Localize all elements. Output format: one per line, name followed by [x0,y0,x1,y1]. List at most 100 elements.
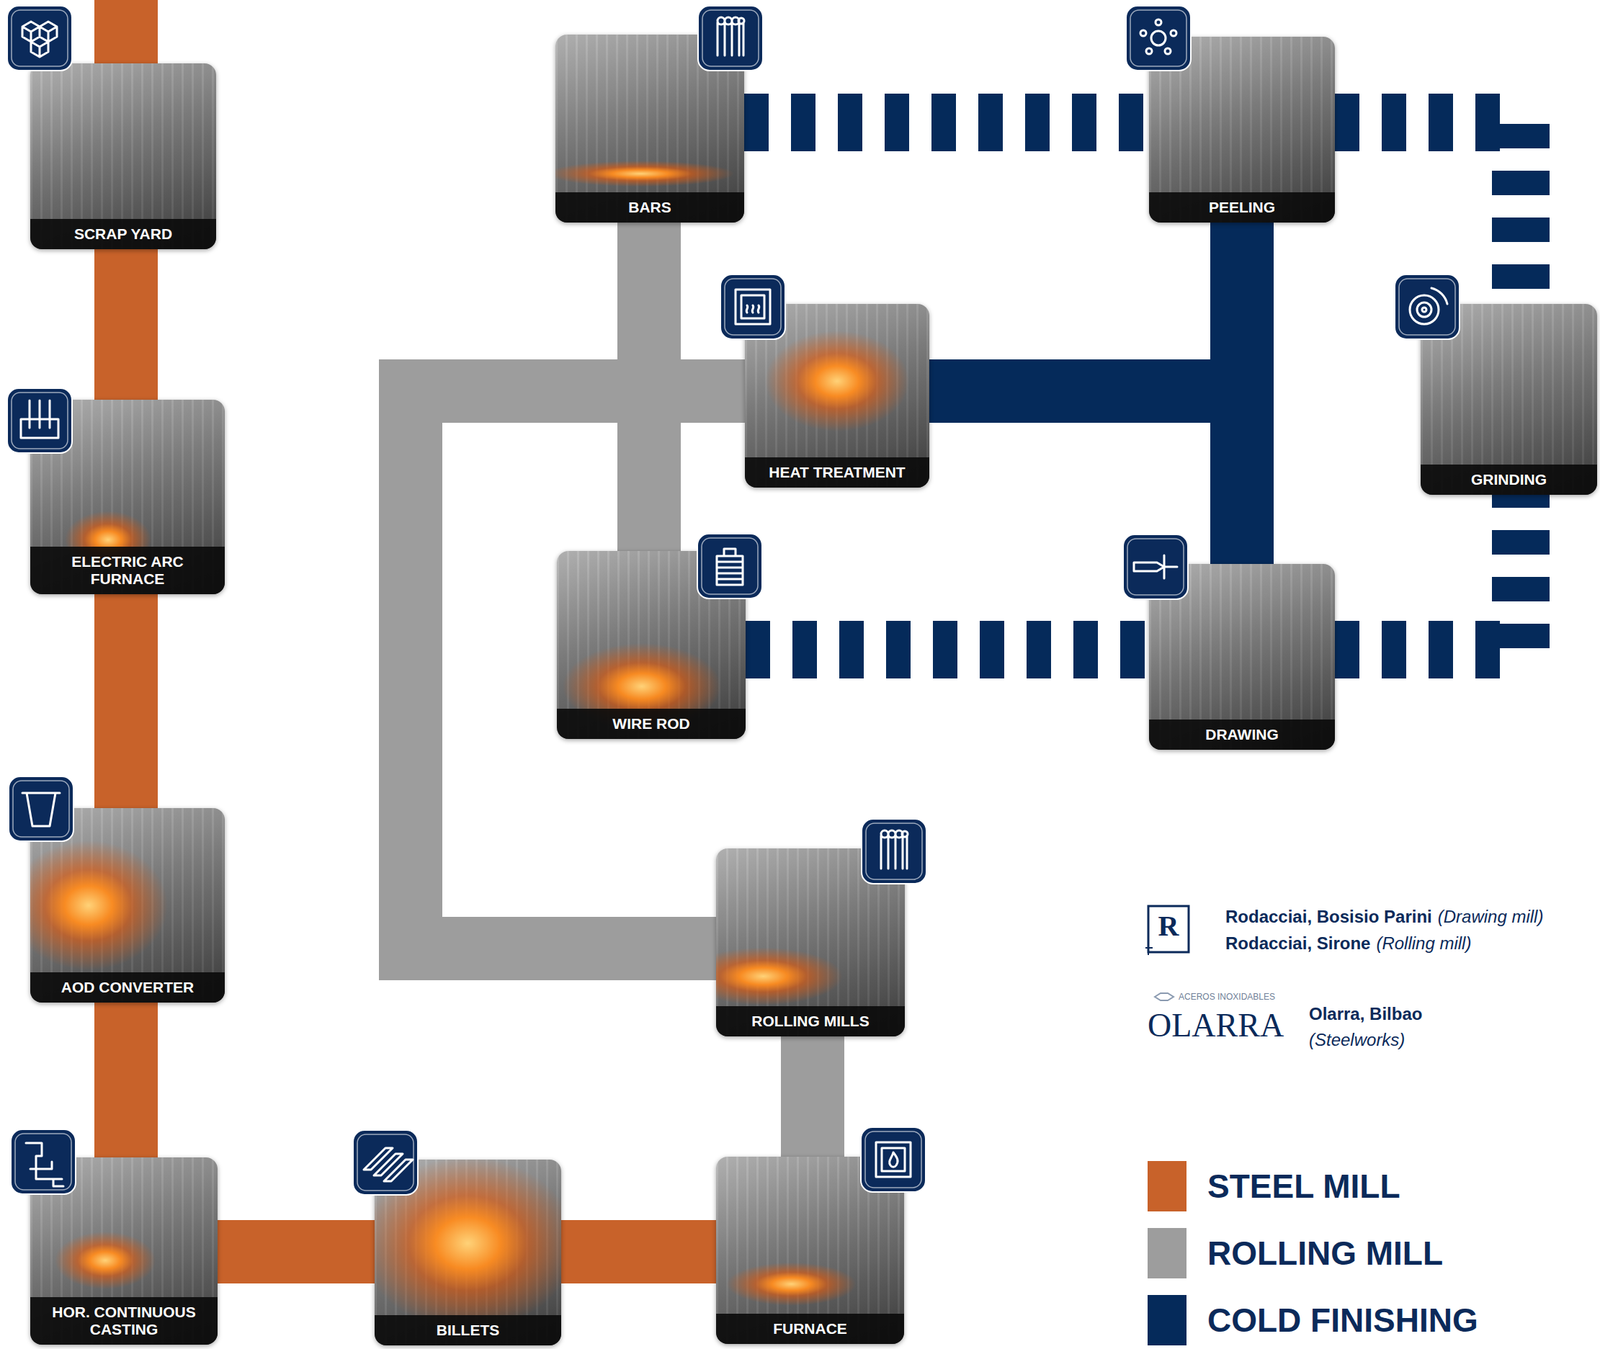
step-label: BARS [561,198,739,217]
icon-tile [7,388,73,454]
process-step-box: HOR. CONTINUOUS CASTING [30,1157,218,1345]
legend-text: COLD FINISHING [1207,1303,1479,1338]
label-strip: DRAWING [1149,719,1335,750]
company-note: (Rolling mill) [1375,933,1472,954]
company-note: Rodacciai, Sirone [1225,933,1371,954]
icon-tile [697,533,763,599]
process-icon [6,387,73,454]
process-step-box: FURNACE [716,1156,905,1345]
company-note: (Steelworks) [1308,1030,1405,1051]
legend-swatch [1147,1228,1187,1279]
olarra-mark [1154,993,1174,1001]
process-step-box: ELECTRIC ARC FURNACE [30,399,225,595]
flow-band [94,594,158,809]
company-note: ACEROS INOXIDABLES [1178,992,1276,1003]
flow-band [929,391,1242,565]
process-icon [697,5,764,72]
icon-symbol [22,21,57,57]
process-step-box: GRINDING [1420,304,1598,495]
label-strip: AOD CONVERTER [30,972,225,1003]
icon-tile [861,819,927,884]
icon-symbol [1140,19,1177,55]
process-step-box: WIRE ROD [556,551,746,740]
label-strip: WIRE ROD [556,708,746,740]
step-label: SCRAP YARD [36,225,211,243]
process-step-box: BILLETS [374,1159,562,1346]
flow-band [94,249,158,400]
logo-wordmark: OLARRA [1147,1007,1284,1046]
process-icon [860,818,928,885]
icon-symbol [717,17,745,56]
legend-swatch [1147,1161,1187,1212]
process-step-box: AOD CONVERTER [30,808,225,1003]
icon-frame [865,1131,922,1188]
process-step-box: SCRAP YARD [30,63,217,250]
logo-frame [1148,906,1189,953]
icon-symbol [1409,288,1448,325]
label-strip: FURNACE [716,1314,905,1345]
step-label: HEAT TREATMENT [750,463,924,482]
process-icon [1122,533,1189,601]
legend-text: STEEL MILL [1207,1169,1401,1204]
step-label: BILLETS [380,1321,556,1340]
flow-band [217,1220,375,1284]
icon-frame [1399,278,1456,335]
icon-frame [724,278,781,335]
icon-frame [357,1134,414,1191]
process-icon [696,533,763,600]
flow-band [561,1220,717,1284]
icon-tile [8,776,74,842]
label-strip: ROLLING MILLS [716,1006,905,1037]
process-icon [1125,5,1192,72]
label-strip: SCRAP YARD [30,219,217,250]
icon-frame [11,10,68,67]
label-strip: HOR. CONTINUOUS CASTING [30,1297,218,1345]
icon-symbol [25,1143,64,1187]
flow-band [410,391,745,949]
icon-tile [720,274,786,340]
icon-tile [1123,534,1188,600]
process-step-box: PEELING [1149,36,1335,223]
icon-tile [1394,274,1460,340]
icon-symbol [20,400,59,439]
icon-tile [860,1127,926,1193]
icon-symbol [716,548,743,585]
icon-symbol [876,1142,911,1178]
process-icon [6,5,73,72]
dashed-flow-band [745,620,1150,679]
process-icon [10,1128,77,1196]
process-icon [1393,273,1461,341]
icon-frame [865,823,923,880]
flow-band [780,1036,845,1157]
label-strip: BARS [555,192,745,223]
label-strip: PEELING [1149,192,1335,223]
company-note: Rodacciai, Bosisio Parini [1225,906,1433,928]
process-icon [719,273,786,341]
process-step-box: DRAWING [1149,564,1335,750]
step-label: ROLLING MILLS [721,1012,900,1031]
icon-symbol [1133,555,1178,579]
step-label: DRAWING [1154,726,1330,744]
step-label: WIRE ROD [562,715,740,733]
icon-symbol [881,830,908,869]
flow-band [94,1002,158,1158]
icon-symbol [735,289,771,325]
process-step-box: ROLLING MILLS [716,848,905,1037]
step-label: PEELING [1154,198,1330,217]
icon-frame [11,392,68,449]
step-label: GRINDING [1426,471,1592,489]
icon-frame [12,780,70,838]
process-icon [7,775,75,843]
icon-frame [701,538,758,595]
logo-letter: R [1151,909,1186,943]
icon-frame [1130,10,1187,67]
company-note: (Drawing mill) [1437,906,1544,928]
label-strip: HEAT TREATMENT [744,457,930,488]
step-label: AOD CONVERTER [36,979,220,997]
icon-tile [10,1129,76,1195]
process-icon [352,1129,419,1196]
logo-tick [1145,948,1153,956]
step-label: FURNACE [721,1320,899,1338]
